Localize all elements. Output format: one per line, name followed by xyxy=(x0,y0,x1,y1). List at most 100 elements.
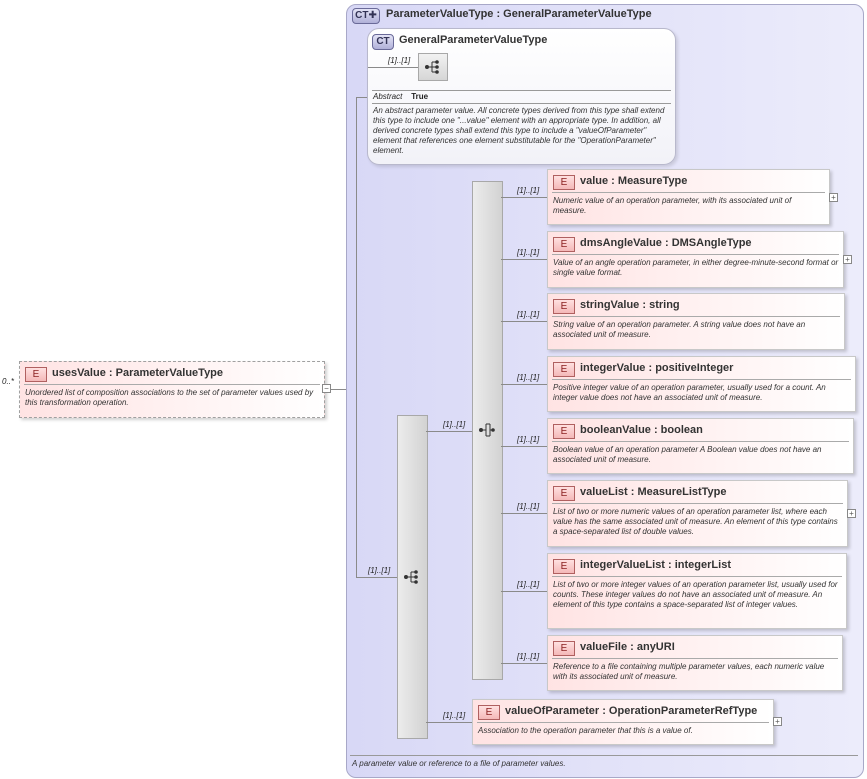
element-doc: Boolean value of an operation parameter … xyxy=(553,445,822,464)
connector xyxy=(426,722,472,723)
connector xyxy=(426,431,472,432)
base-type-badge: CT xyxy=(372,34,394,50)
choice-item-cardinality: [1]..[1] xyxy=(517,580,540,589)
choice-item-cardinality: [1]..[1] xyxy=(517,435,540,444)
element-dmsAngleValue[interactable]: E dmsAngleValue : DMSAngleType Value of … xyxy=(547,231,844,288)
divider xyxy=(24,384,320,385)
choice-cardinality: [1]..[1] xyxy=(443,420,466,429)
connector xyxy=(356,97,357,577)
divider xyxy=(552,192,825,193)
sequence-compositor[interactable] xyxy=(418,53,448,81)
divider xyxy=(350,755,858,756)
element-usesValue[interactable]: E usesValue : ParameterValueType Unorder… xyxy=(19,361,325,418)
choice-compositor-icon xyxy=(479,423,495,437)
element-name: integerValue : positiveInteger xyxy=(580,362,734,374)
complex-type-title: ParameterValueType : GeneralParameterVal… xyxy=(386,8,652,20)
choice-item-cardinality: [1]..[1] xyxy=(517,652,540,661)
choice-item-cardinality: [1]..[1] xyxy=(517,310,540,319)
choice-item-cardinality: [1]..[1] xyxy=(517,248,540,257)
element-badge: E xyxy=(553,175,575,190)
element-value[interactable]: E value : MeasureType Numeric value of a… xyxy=(547,169,830,225)
element-doc: Positive integer value of an operation p… xyxy=(553,383,826,402)
choice-compositor[interactable] xyxy=(472,181,503,680)
minus-icon[interactable]: − xyxy=(322,384,331,393)
element-badge: E xyxy=(478,705,500,720)
divider xyxy=(552,379,851,380)
complex-type-badge: CT✚ xyxy=(352,8,380,24)
element-badge: E xyxy=(553,424,575,439)
element-badge: E xyxy=(553,237,575,252)
element-name: valueOfParameter : OperationParameterRef… xyxy=(505,705,758,717)
element-doc: List of two or more numeric values of an… xyxy=(553,507,838,536)
element-name: value : MeasureType xyxy=(580,175,688,187)
element-valueFile[interactable]: E valueFile : anyURI Reference to a file… xyxy=(547,635,843,691)
element-doc: Association to the operation parameter t… xyxy=(478,726,693,735)
element-badge: E xyxy=(25,367,47,382)
choice-item-cardinality: [1]..[1] xyxy=(517,373,540,382)
connector xyxy=(368,67,418,68)
plus-icon[interactable]: + xyxy=(829,193,838,202)
connector xyxy=(501,446,547,447)
connector xyxy=(356,577,397,578)
divider xyxy=(552,254,839,255)
element-booleanValue[interactable]: E booleanValue : boolean Boolean value o… xyxy=(547,418,854,474)
connector xyxy=(501,513,547,514)
element-name: stringValue : string xyxy=(580,299,680,311)
choice-item-cardinality: [1]..[1] xyxy=(517,186,540,195)
element-doc: Value of an angle operation parameter, i… xyxy=(553,258,839,277)
complex-type-doc: A parameter value or reference to a file… xyxy=(352,759,566,768)
plus-icon[interactable]: + xyxy=(847,509,856,518)
element-badge: E xyxy=(553,362,575,377)
element-name: booleanValue : boolean xyxy=(580,424,703,436)
divider xyxy=(477,722,769,723)
sequence-compositor-icon xyxy=(404,570,418,584)
plus-icon[interactable]: + xyxy=(843,255,852,264)
element-name: valueFile : anyURI xyxy=(580,641,675,653)
connector xyxy=(501,259,547,260)
base-type-doc: An abstract parameter value. All concret… xyxy=(373,106,665,155)
valueOfParameter-cardinality: [1]..[1] xyxy=(443,711,466,720)
element-badge: E xyxy=(553,559,575,574)
base-sequence-cardinality: [1]..[1] xyxy=(388,56,411,65)
element-name: usesValue : ParameterValueType xyxy=(52,367,224,379)
element-stringValue[interactable]: E stringValue : string String value of a… xyxy=(547,293,845,350)
element-name: valueList : MeasureListType xyxy=(580,486,727,498)
divider xyxy=(552,316,840,317)
abstract-row: Abstract True xyxy=(373,92,429,101)
divider xyxy=(552,441,849,442)
element-doc: Unordered list of composition associatio… xyxy=(25,388,314,407)
divider xyxy=(552,658,838,659)
base-type-name: GeneralParameterValueType xyxy=(399,34,548,46)
connector xyxy=(501,591,547,592)
divider xyxy=(372,90,671,91)
connector xyxy=(501,321,547,322)
element-badge: E xyxy=(553,641,575,656)
root-cardinality: 0..* xyxy=(2,377,15,386)
plus-icon[interactable]: + xyxy=(773,717,782,726)
connector xyxy=(501,384,547,385)
connector xyxy=(331,389,347,390)
element-name: dmsAngleValue : DMSAngleType xyxy=(580,237,752,249)
connector xyxy=(501,663,547,664)
element-integerValue[interactable]: E integerValue : positiveInteger Positiv… xyxy=(547,356,856,412)
divider xyxy=(552,503,843,504)
element-doc: Reference to a file containing multiple … xyxy=(553,662,825,681)
divider xyxy=(372,103,671,104)
element-valueOfParameter[interactable]: E valueOfParameter : OperationParameterR… xyxy=(472,699,774,745)
element-name: integerValueList : integerList xyxy=(580,559,731,571)
element-doc: List of two or more integer values of an… xyxy=(553,580,838,609)
choice-item-cardinality: [1]..[1] xyxy=(517,502,540,511)
base-type-GeneralParameterValueType: CT GeneralParameterValueType [1]..[1] Ab… xyxy=(367,28,676,165)
element-valueList[interactable]: E valueList : MeasureListType List of tw… xyxy=(547,480,848,547)
element-badge: E xyxy=(553,486,575,501)
sequence-compositor[interactable] xyxy=(397,415,428,739)
element-doc: Numeric value of an operation parameter,… xyxy=(553,196,792,215)
outer-sequence-cardinality: [1]..[1] xyxy=(368,566,391,575)
element-integerValueList[interactable]: E integerValueList : integerList List of… xyxy=(547,553,847,629)
element-doc: String value of an operation parameter. … xyxy=(553,320,806,339)
connector xyxy=(501,197,547,198)
divider xyxy=(552,576,842,577)
element-badge: E xyxy=(553,299,575,314)
sequence-compositor-icon xyxy=(425,60,439,74)
connector xyxy=(356,97,368,98)
